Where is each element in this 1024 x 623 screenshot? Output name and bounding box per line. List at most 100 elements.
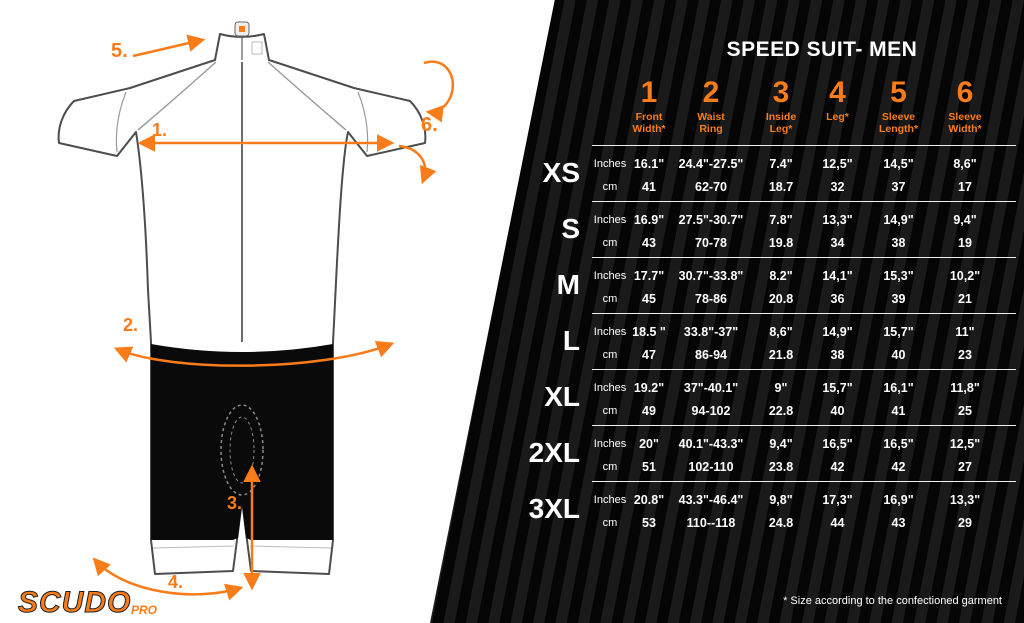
measurement-cell: 9,8"24.8 bbox=[752, 487, 810, 533]
cm-value: 38 bbox=[830, 347, 845, 362]
cm-value: 102-110 bbox=[688, 459, 734, 474]
inches-unit-label: Inches bbox=[593, 325, 627, 338]
inches-value: 14,9" bbox=[883, 212, 914, 227]
zipper-pull-icon bbox=[239, 26, 245, 32]
inches-value: 14,5" bbox=[883, 156, 914, 171]
measurement-cell: 15,7"40 bbox=[810, 375, 865, 421]
measure-label-1: 1. bbox=[152, 120, 167, 140]
measurement-cell: 14,9" 38 bbox=[810, 319, 865, 365]
column-number: 2 bbox=[702, 76, 720, 109]
measurement-cell: 9,4"19 bbox=[932, 207, 998, 253]
measurement-cell: 17.7"45 bbox=[628, 263, 670, 309]
size-tag bbox=[251, 41, 263, 55]
column-number: 5 bbox=[890, 76, 907, 109]
measurement-cell: 12,5"27 bbox=[932, 431, 998, 477]
measure-label-3: 3. bbox=[227, 493, 242, 513]
cm-value: 40 bbox=[891, 347, 906, 362]
measurement-cell: 16,5" 42 bbox=[865, 431, 932, 477]
inches-value: 8.2" bbox=[769, 268, 793, 283]
cm-value: 94-102 bbox=[691, 403, 731, 418]
inches-value: 16,9" bbox=[883, 492, 914, 507]
size-label: XS bbox=[542, 157, 580, 189]
chamois-pad-inner bbox=[229, 416, 255, 484]
cm-value: 47 bbox=[642, 347, 656, 362]
inches-value: 12,5" bbox=[949, 436, 981, 451]
cm-value: 53 bbox=[642, 515, 656, 530]
measure-arrow-5 bbox=[132, 34, 206, 58]
measure-label-2: 2. bbox=[123, 315, 138, 335]
cm-value: 110--118 bbox=[686, 515, 736, 530]
measurement-cell: 8,6"17 bbox=[932, 151, 998, 197]
measurement-cell: 7.4"18.7 bbox=[752, 151, 810, 197]
column-label: Sleeve Length* bbox=[878, 111, 919, 136]
raglan-seam-left bbox=[137, 61, 217, 131]
cm-value: 24.8 bbox=[768, 515, 794, 530]
measurement-cell: 8.2"20.8 bbox=[752, 263, 810, 309]
cm-value: 17 bbox=[958, 179, 972, 194]
cm-value: 40 bbox=[830, 403, 845, 418]
inches-value: 16.1" bbox=[633, 156, 665, 171]
cm-value: 49 bbox=[642, 403, 656, 418]
inches-value: 16,1" bbox=[883, 380, 914, 395]
cm-value: 39 bbox=[891, 291, 906, 306]
chamois-pad-outline bbox=[220, 404, 264, 496]
inches-value: 43.3"-46.4" bbox=[678, 492, 744, 507]
measurement-cell: 13,3"29 bbox=[932, 487, 998, 533]
measure-label-6: 6. bbox=[421, 114, 438, 136]
inches-value: 15,3" bbox=[883, 268, 914, 283]
cm-value: 38 bbox=[891, 235, 906, 250]
measure-label-4: 4. bbox=[168, 572, 183, 592]
cm-unit-label: cm bbox=[602, 404, 618, 417]
measurement-cell: 9"22.8 bbox=[752, 375, 810, 421]
cm-value: 42 bbox=[830, 459, 845, 474]
column-label: Front Width* bbox=[632, 111, 666, 136]
inches-value: 8,6" bbox=[769, 324, 793, 339]
cm-value: 21.8 bbox=[768, 347, 794, 362]
measure-arrow-4 bbox=[92, 557, 244, 601]
cm-unit-label: cm bbox=[602, 292, 618, 305]
inches-value: 16,5" bbox=[822, 436, 853, 451]
raglan-seam-right bbox=[267, 61, 347, 131]
measure-arrow-2 bbox=[113, 340, 395, 367]
size-label: XL bbox=[544, 381, 580, 413]
inches-value: 20" bbox=[639, 436, 659, 451]
measurement-cell: 14,5"37 bbox=[865, 151, 932, 197]
inches-value: 17,3" bbox=[822, 492, 853, 507]
inches-value: 24.4"-27.5" bbox=[678, 156, 744, 171]
measurement-cell: 16,9"43 bbox=[865, 487, 932, 533]
inches-value: 14,9" bbox=[822, 324, 853, 339]
cm-value: 36 bbox=[830, 291, 845, 306]
cm-value: 42 bbox=[891, 459, 906, 474]
measurement-cell: 14,9" 38 bbox=[865, 207, 932, 253]
measurement-cell: 16,1"41 bbox=[865, 375, 932, 421]
measurement-cell: 14,1"36 bbox=[810, 263, 865, 309]
measurement-cell: 11"23 bbox=[932, 319, 998, 365]
cm-value: 70-78 bbox=[695, 235, 727, 250]
measurement-cell: 37"-40.1"94-102 bbox=[670, 375, 752, 421]
shorts-panel bbox=[151, 344, 333, 540]
inches-value: 16,5" bbox=[883, 436, 914, 451]
inches-value: 33.8"-37" bbox=[683, 324, 739, 339]
measurement-cell: 40.1"-43.3"102-110 bbox=[670, 431, 752, 477]
measurement-cell: 11,8"25 bbox=[932, 375, 998, 421]
cm-value: 86-94 bbox=[695, 347, 727, 362]
column-label: Inside Leg* bbox=[765, 111, 797, 136]
cm-unit-label: cm bbox=[602, 180, 618, 193]
measurement-cell: 18.5 "47 bbox=[628, 319, 670, 365]
column-number: 6 bbox=[956, 76, 974, 109]
inches-value: 16.9" bbox=[633, 212, 665, 227]
